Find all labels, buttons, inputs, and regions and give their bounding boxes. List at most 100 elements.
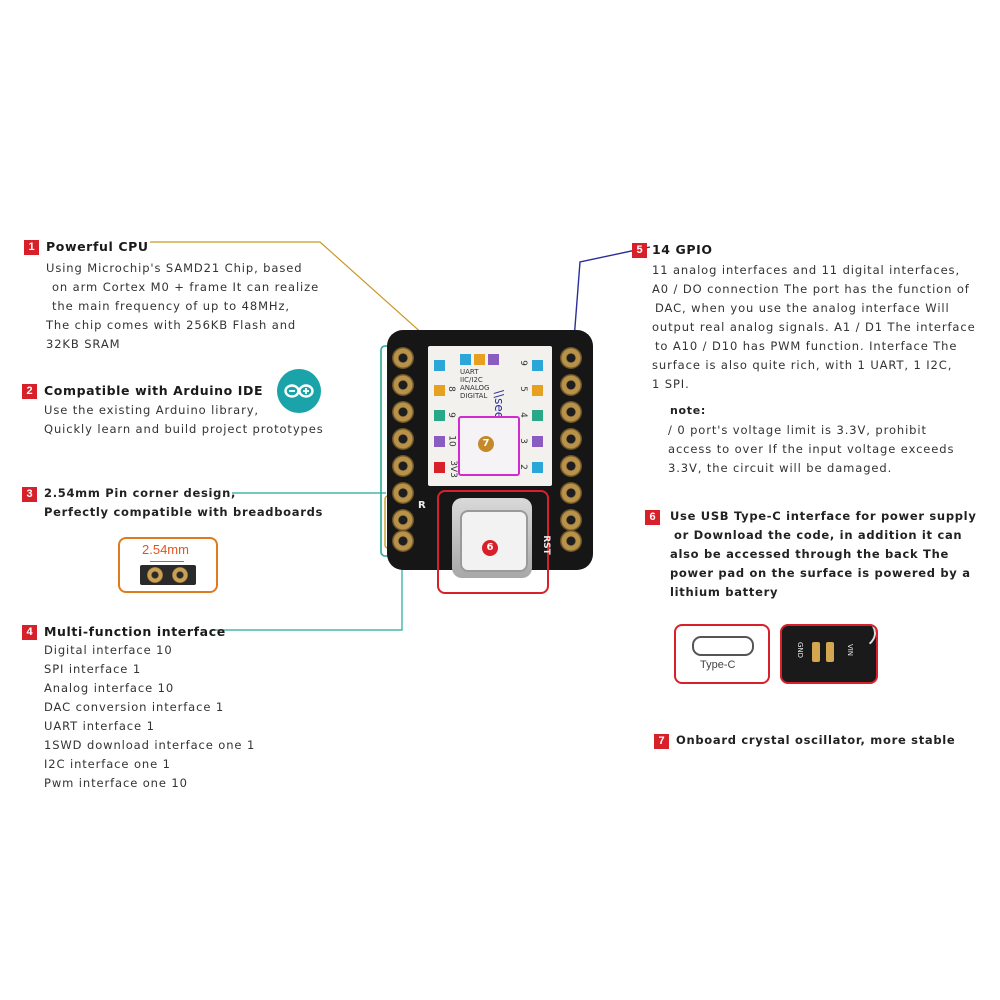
pin-number: 9: [445, 412, 456, 418]
pin-pad: [392, 482, 414, 504]
pin-pad: [392, 428, 414, 450]
feature-6-line: power pad on the surface is powered by a: [670, 566, 971, 580]
feature-4-line: Pwm interface one 10: [44, 776, 188, 790]
feature-3-title: 2.54mm Pin corner design,: [44, 486, 237, 500]
feature-5-note-line: access to over If the input voltage exce…: [668, 442, 955, 456]
pad-label-gnd: GND: [796, 641, 805, 659]
pin-pitch-diagram: 2.54mm: [118, 537, 218, 593]
pin-color-square: [434, 385, 445, 396]
pin-number: 9: [517, 360, 528, 366]
pin-label-3v3: 3V3: [447, 460, 458, 478]
feature-6-line: also be accessed through the back The: [670, 547, 949, 561]
feature-4-line: 1SWD download interface one 1: [44, 738, 256, 752]
feature-4-line: I2C interface one 1: [44, 757, 171, 771]
feature-5-note-line: 3.3V, the circuit will be damaged.: [668, 461, 893, 475]
feature-5-title: 14 GPIO: [652, 242, 713, 257]
legend-uart: UART: [460, 368, 479, 376]
r-label: R: [418, 500, 426, 511]
pin-pad: [560, 428, 582, 450]
pin-color-square: [434, 436, 445, 447]
usb-marker: 6: [482, 540, 498, 556]
pin-pad: [392, 455, 414, 477]
feature-7-title: Onboard crystal oscillator, more stable: [676, 733, 956, 747]
feature-3-badge: 3: [22, 487, 37, 502]
feature-4-line: DAC conversion interface 1: [44, 700, 225, 714]
feature-7-badge: 7: [654, 734, 669, 749]
legend-square: [474, 354, 485, 365]
pin-color-square: [434, 410, 445, 421]
typec-illustration: Type-C: [674, 624, 770, 684]
feature-6-line: lithium battery: [670, 585, 779, 599]
feature-1-line: 32KB SRAM: [46, 337, 121, 351]
pin-pad: [392, 530, 414, 552]
pin-number: 10: [446, 435, 457, 447]
pin-pad: [560, 401, 582, 423]
pitch-label: 2.54mm: [142, 542, 189, 557]
feature-1-line: Using Microchip's SAMD21 Chip, based: [46, 261, 303, 275]
feature-4-title: Multi-function interface: [44, 624, 226, 639]
feature-3-line: Perfectly compatible with breadboards: [44, 505, 324, 519]
pin-pad: [560, 374, 582, 396]
pin-pad: [560, 455, 582, 477]
pin-color-square: [434, 360, 445, 371]
feature-4-line: Digital interface 10: [44, 643, 173, 657]
feature-5-line: DAC, when you use the analog interface W…: [655, 301, 950, 315]
feature-1-badge: 1: [24, 240, 39, 255]
feature-4-line: Analog interface 10: [44, 681, 175, 695]
pin-color-square: [532, 436, 543, 447]
pin-pad-icon: [172, 567, 188, 583]
feature-5-note-line: / 0 port's voltage limit is 3.3V, prohib…: [668, 423, 927, 437]
power-pad-icon: [812, 642, 820, 662]
legend-analog: ANALOG: [460, 384, 490, 392]
feature-5-line: A0 / DO connection The port has the func…: [652, 282, 970, 296]
feature-2-badge: 2: [22, 384, 37, 399]
legend-square: [460, 354, 471, 365]
pin-color-square: [532, 360, 543, 371]
feature-2-line: Quickly learn and build project prototyp…: [44, 422, 324, 436]
crystal-marker: 7: [478, 436, 494, 452]
pin-color-square: [532, 385, 543, 396]
feature-5-line: 11 analog interfaces and 11 digital inte…: [652, 263, 961, 277]
pin-color-square: [434, 462, 445, 473]
power-pad-photo: GND VIN: [780, 624, 878, 684]
feature-5-line: to A10 / D10 has PWM function. Interface…: [655, 339, 958, 353]
arduino-logo-icon: [277, 369, 321, 413]
pitch-dimension-line: [150, 561, 184, 562]
pin-pad: [392, 347, 414, 369]
feature-6-badge: 6: [645, 510, 660, 525]
pin-pad: [392, 374, 414, 396]
feature-1-line: the main frequency of up to 48MHz,: [52, 299, 290, 313]
feature-1-title: Powerful CPU: [46, 239, 149, 254]
feature-4-line: SPI interface 1: [44, 662, 142, 676]
feature-1-line: on arm Cortex M0 + frame It can realize: [52, 280, 320, 294]
feature-5-badge: 5: [632, 243, 647, 258]
legend-square: [488, 354, 499, 365]
legend-digital: DIGITAL: [460, 392, 488, 400]
feature-5-line: surface is also quite rich, with 1 UART,…: [652, 358, 953, 372]
feature-4-badge: 4: [22, 625, 37, 640]
legend-i2c: IIC/I2C: [460, 376, 483, 384]
feature-5-note-title: note:: [670, 404, 707, 417]
cable-icon: [832, 626, 876, 650]
feature-1-line: The chip comes with 256KB Flash and: [46, 318, 297, 332]
pin-pad-icon: [147, 567, 163, 583]
feature-2-title: Compatible with Arduino IDE: [44, 383, 264, 398]
typec-port-icon: [692, 636, 754, 656]
pin-pad: [560, 482, 582, 504]
pin-pad: [392, 401, 414, 423]
rst-label: RST: [540, 535, 551, 555]
pin-color-square: [532, 410, 543, 421]
feature-5-line: 1 SPI.: [652, 377, 690, 391]
pin-pad: [560, 509, 582, 531]
feature-4-line: UART interface 1: [44, 719, 155, 733]
pin-number: 8: [445, 386, 456, 392]
feature-2-line: Use the existing Arduino library,: [44, 403, 259, 417]
feature-6-line: or Download the code, in addition it can: [674, 528, 963, 542]
multi-leader-line: [212, 556, 403, 631]
pin-pad: [560, 347, 582, 369]
legend-text: UART IIC/I2C ANALOG DIGITAL: [460, 368, 506, 400]
pin-pad: [392, 509, 414, 531]
feature-6-title: Use USB Type-C interface for power suppl…: [670, 509, 977, 523]
gpio-leader-line: [573, 246, 651, 341]
pin-color-square: [532, 462, 543, 473]
